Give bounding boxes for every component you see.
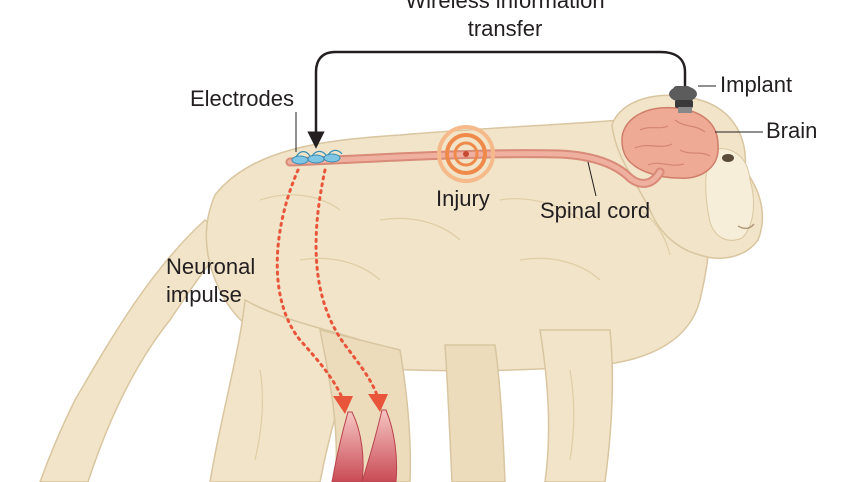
- impulse-arrow-1-head: [333, 396, 353, 414]
- impulse-arrow-2-head: [368, 394, 388, 412]
- spinal-cord-label: Spinal cord: [540, 198, 651, 223]
- wireless-transfer-label-line1: Wireless information: [405, 0, 605, 13]
- electrode-array: [291, 149, 343, 165]
- wireless-transfer-label-line2: transfer: [467, 16, 543, 41]
- leg-muscles: [331, 409, 398, 482]
- electrodes-label: Electrodes: [190, 86, 294, 111]
- neuronal-impulse-label-line2: impulse: [166, 282, 242, 307]
- spinal-cord-leader-line: [587, 161, 597, 197]
- electrode: [307, 154, 325, 164]
- neuronal-impulse-label-line1: Neuronal: [166, 254, 256, 279]
- monkey-face: [705, 148, 754, 241]
- injury-label: Injury: [436, 186, 490, 211]
- monkey-front-leg-2: [444, 344, 506, 482]
- monkey-body: [39, 94, 764, 482]
- muscle-right: [361, 409, 398, 482]
- muscle-left: [331, 411, 364, 482]
- spinal-cord-inner: [287, 151, 663, 186]
- electrode: [291, 155, 309, 165]
- brain-label: Brain: [766, 118, 818, 143]
- neuronal-impulse-arrows: [275, 168, 388, 414]
- implant-label: Implant: [720, 72, 793, 97]
- electrode: [323, 153, 341, 163]
- monkey-mouth: [737, 223, 755, 230]
- monkey-eye: [722, 154, 734, 162]
- implant-device: [669, 86, 697, 113]
- monkey-tail: [39, 219, 232, 482]
- wireless-transfer-line: [307, 50, 687, 149]
- impulse-arrow-2: [314, 168, 380, 400]
- monkey-front-leg: [539, 329, 614, 482]
- injury-marker: [437, 125, 495, 183]
- brain: [621, 106, 719, 179]
- impulse-arrow-1: [275, 168, 345, 402]
